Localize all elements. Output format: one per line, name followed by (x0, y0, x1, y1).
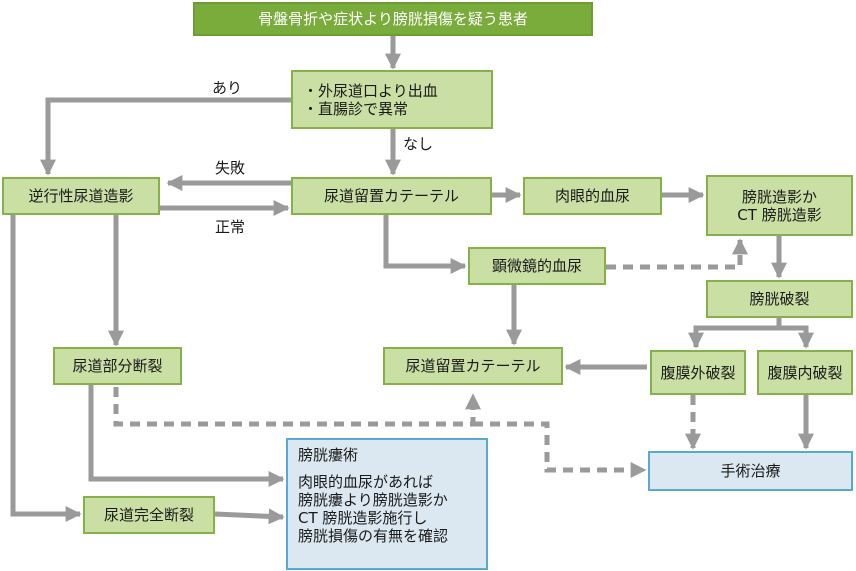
extraperitoneal-rupture-box: 腹膜外破裂 (650, 350, 746, 395)
retrograde-urethrography-box: 逆行性尿道造影 (2, 177, 160, 215)
label-nashi: なし (403, 135, 434, 153)
cystography-line-2: CT 膀胱造影 (737, 205, 822, 224)
title-box: 骨盤骨折や症状より膀胱損傷を疑う患者 (193, 2, 593, 36)
cystostomy-line-2: 肉眼的血尿があれば (298, 473, 434, 491)
bladder-rupture-box: 膀胱破裂 (706, 280, 853, 318)
complete-urethral-rupture-box: 尿道完全断裂 (83, 496, 215, 534)
gross-hematuria-box: 肉眼的血尿 (523, 177, 662, 215)
cystostomy-box: 膀胱瘻術 肉眼的血尿があれば 膀胱瘻より膀胱造影か CT 膀胱造影施行し 膀胱損… (286, 438, 488, 570)
cystostomy-line-5: 膀胱損傷の有無を確認 (298, 527, 449, 545)
check-box: ・外尿道口より出血 ・直腸診で異常 (291, 70, 493, 129)
cystostomy-line-4: CT 膀胱造影施行し (298, 509, 428, 527)
cystostomy-line-1: 膀胱瘻術 (298, 446, 359, 464)
label-normal: 正常 (215, 218, 246, 236)
arrow-complete-to-fistula (214, 508, 285, 525)
urethral-catheter-2-box: 尿道留置カテーテル (383, 347, 563, 385)
check-line-1: ・外尿道口より出血 (303, 81, 438, 100)
arrow-micro-to-cysto (606, 238, 749, 270)
cystography-line-1: 膀胱造影か (741, 187, 817, 206)
arrow-partial-to-cath2 (113, 387, 482, 427)
label-fail: 失敗 (215, 159, 246, 177)
cystostomy-line-3: 膀胱瘻より膀胱造影か (298, 491, 448, 509)
label-ari: あり (212, 79, 243, 97)
microscopic-hematuria-box: 顕微鏡的血尿 (468, 247, 606, 285)
check-line-2: ・直腸診で異常 (303, 99, 409, 118)
arrow-partial-to-fistula (88, 385, 285, 488)
arrow-rupture-to-intra (779, 325, 815, 349)
arrow-retro-to-complete (10, 195, 82, 523)
urethral-catheter-box: 尿道留置カテーテル (291, 177, 492, 215)
cystography-box: 膀胱造影か CT 膀胱造影 (706, 175, 853, 236)
intraperitoneal-rupture-box: 腹膜内破裂 (757, 350, 853, 395)
arrow-check-to-retro (39, 97, 291, 176)
arrow-cath1-to-micro (383, 215, 467, 275)
arrow-rupture-to-extra (687, 318, 782, 349)
arrow-partial-to-surgery (473, 421, 647, 479)
partial-urethral-rupture-box: 尿道部分断裂 (53, 347, 182, 385)
surgical-treatment-box: 手術治療 (648, 451, 853, 491)
